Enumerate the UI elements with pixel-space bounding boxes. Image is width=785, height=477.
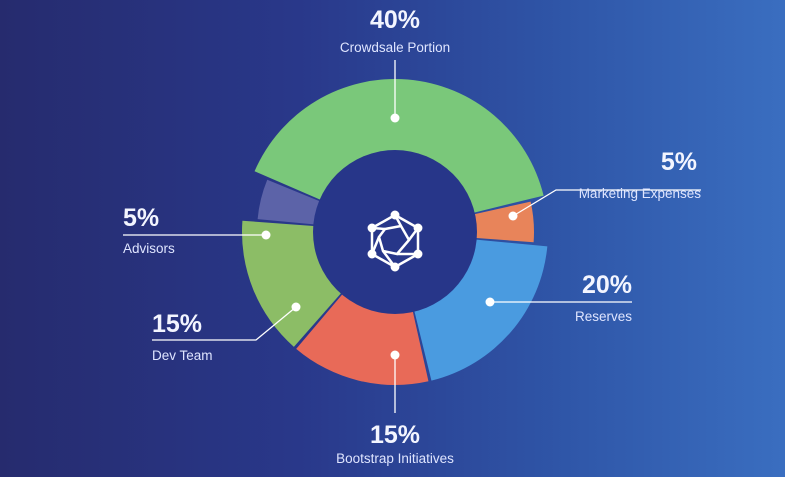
slice-label-crowdsale: Crowdsale Portion (340, 40, 450, 55)
slice-crowdsale (254, 79, 544, 213)
leader-dot-devteam (291, 302, 301, 312)
percent-label-bootstrap: 15% (370, 421, 420, 449)
slice-label-advisors: Advisors (123, 241, 175, 256)
leader-dot-advisors (261, 230, 271, 240)
percent-label-advisors: 5% (123, 204, 159, 232)
leader-line-marketing (512, 189, 701, 217)
percent-label-reserves: 20% (582, 271, 632, 299)
percent-label-marketing: 5% (661, 148, 697, 176)
cube-network-icon (367, 210, 423, 272)
leader-dot-crowdsale (390, 113, 400, 123)
slice-label-bootstrap: Bootstrap Initiatives (336, 451, 454, 466)
leader-line-devteam (152, 306, 297, 341)
slice-label-marketing: Marketing Expenses (579, 186, 702, 201)
donut-center (313, 150, 477, 314)
leader-dot-bootstrap (390, 350, 400, 360)
slice-advisors (257, 179, 321, 225)
slice-label-reserves: Reserves (575, 309, 632, 324)
leader-dot-reserves (485, 297, 495, 307)
slice-reserves (414, 239, 548, 381)
percent-label-devteam: 15% (152, 310, 202, 338)
slice-label-devteam: Dev Team (152, 348, 213, 363)
leader-dot-marketing (508, 211, 518, 221)
percent-label-crowdsale: 40% (370, 6, 420, 34)
